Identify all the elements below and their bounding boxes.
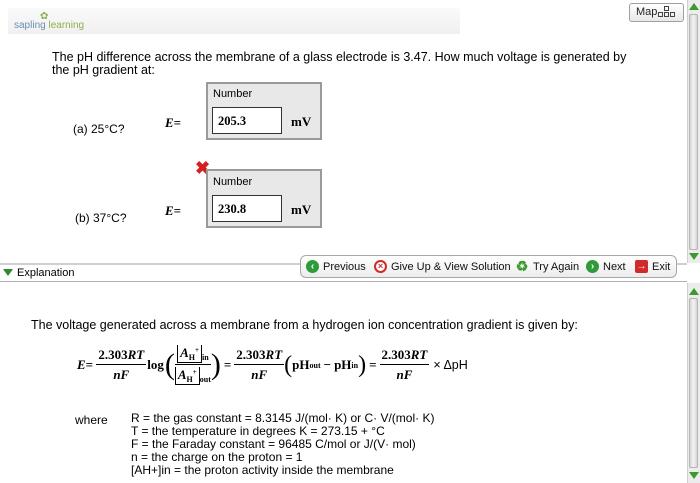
next-label: Next (603, 260, 626, 273)
eq-var-e: E (165, 203, 174, 218)
try-again-label: Try Again (533, 260, 580, 273)
paren-left: ( (164, 348, 175, 381)
paren-left-2: ( (284, 351, 293, 378)
eq-sign: = (173, 115, 182, 130)
formula-fraction-2: 2.303RT nF (234, 347, 285, 383)
ion-h: H (186, 375, 193, 384)
formula-fraction-1: 2.303RT nF (96, 347, 147, 383)
formula-equals: = (85, 357, 97, 372)
definition-t: T = the temperature in degrees K = 273.1… (131, 424, 385, 438)
logo-text-sapling: sapling (14, 20, 46, 31)
ph-in: pH (334, 357, 352, 372)
collapse-arrow-icon[interactable] (3, 269, 13, 276)
part-b-label: (b) 37°C? (75, 211, 127, 225)
coef: 2.303 (381, 347, 411, 362)
times-delta-ph: × ΔpH (433, 358, 468, 372)
part-a-box-title: Number (213, 88, 253, 100)
definition-r: R = the gas constant = 8.3145 J/(mol· K)… (131, 411, 435, 425)
sub-out: out (199, 375, 211, 384)
try-again-button[interactable]: ♻ Try Again (515, 258, 580, 274)
minus-sign: − (323, 357, 332, 372)
map-label: Map (636, 6, 658, 18)
scroll-up-icon[interactable] (689, 288, 699, 295)
part-b-box-title: Number (213, 176, 253, 188)
sub-in: in (201, 353, 209, 362)
part-a-answer-input[interactable]: 205.3 (212, 107, 282, 134)
ion-charge: + (192, 368, 197, 376)
sapling-logo: sapling learning (14, 20, 84, 31)
coef-var: RT (265, 347, 283, 362)
sub-in: in (351, 360, 359, 370)
formula-equals-2: = (223, 357, 232, 372)
navigation-bar (300, 255, 677, 278)
eq-sign: = (173, 203, 182, 218)
activity-a: A (177, 367, 187, 382)
coef-var: RT (410, 347, 428, 362)
sub-out: out (309, 360, 321, 370)
previous-label: Previous (323, 260, 366, 273)
definition-n: n = the charge on the proton = 1 (131, 450, 303, 464)
ion-charge: + (194, 346, 199, 354)
next-icon: › (586, 260, 599, 273)
exit-label: Exit (652, 260, 671, 273)
scroll-thumb[interactable] (689, 298, 698, 468)
explanation-label[interactable]: Explanation (17, 267, 75, 279)
exit-icon: → (635, 260, 648, 273)
scroll-up-icon[interactable] (689, 3, 699, 10)
paren-right: ) (210, 348, 221, 381)
give-up-button[interactable]: × Give Up & View Solution (374, 260, 511, 273)
formula-equals-3: = (369, 357, 377, 372)
activity-ratio: AH+in AH+out (174, 345, 211, 385)
denominator: nF (396, 367, 413, 382)
map-icon (658, 6, 676, 18)
denominator: nF (113, 367, 130, 382)
definition-a-in: [AH+]in = the proton activity inside the… (131, 463, 394, 477)
map-button[interactable]: Map (629, 3, 684, 22)
part-b-answer-input[interactable]: 230.8 (212, 195, 282, 222)
activity-a: A (180, 345, 189, 360)
definitions-list: R = the gas constant = 8.3145 J/(mol· K)… (131, 412, 434, 477)
definition-f: F = the Faraday constant = 96485 C/mol o… (131, 437, 416, 451)
scroll-thumb[interactable] (689, 14, 698, 250)
ion-h: H (188, 353, 195, 362)
part-a-label: (a) 25°C? (73, 122, 125, 136)
coef: 2.303 (236, 347, 266, 362)
ph-out: pH (292, 357, 310, 372)
give-up-label: Give Up & View Solution (391, 260, 511, 273)
question-text: The pH difference across the membrane of… (52, 50, 627, 77)
part-a-unit: mV (291, 114, 312, 129)
next-button[interactable]: › Next (586, 260, 626, 273)
part-a-equation: E= (165, 115, 181, 131)
scroll-down-icon[interactable] (689, 472, 699, 479)
give-up-icon: × (374, 260, 387, 273)
coef-var: RT (127, 347, 145, 362)
nernst-formula: E= 2.303RT nF log ( AH+in AH+out ) = 2.3… (77, 345, 468, 385)
logo-bar (8, 8, 460, 34)
formula-fraction-3: 2.303RT nF (379, 347, 430, 383)
previous-icon: ‹ (306, 260, 319, 273)
previous-button[interactable]: ‹ Previous (306, 260, 366, 273)
scroll-down-icon[interactable] (689, 253, 699, 260)
denominator: nF (251, 367, 268, 382)
paren-right-2: ) (358, 351, 367, 378)
leaf-logo-icon: ✿ (40, 11, 49, 22)
part-b-unit: mV (291, 202, 312, 217)
exit-button[interactable]: → Exit (635, 260, 670, 273)
try-again-icon: ♻ (515, 258, 529, 274)
part-b-equation: E= (165, 203, 181, 219)
log-term: log (147, 357, 164, 372)
explanation-intro: The voltage generated across a membrane … (31, 318, 578, 332)
logo-text-learning: learning (48, 20, 85, 31)
where-label: where (75, 413, 108, 427)
eq-var-e: E (165, 115, 174, 130)
coef: 2.303 (98, 347, 128, 362)
formula-lhs: E (77, 357, 86, 372)
